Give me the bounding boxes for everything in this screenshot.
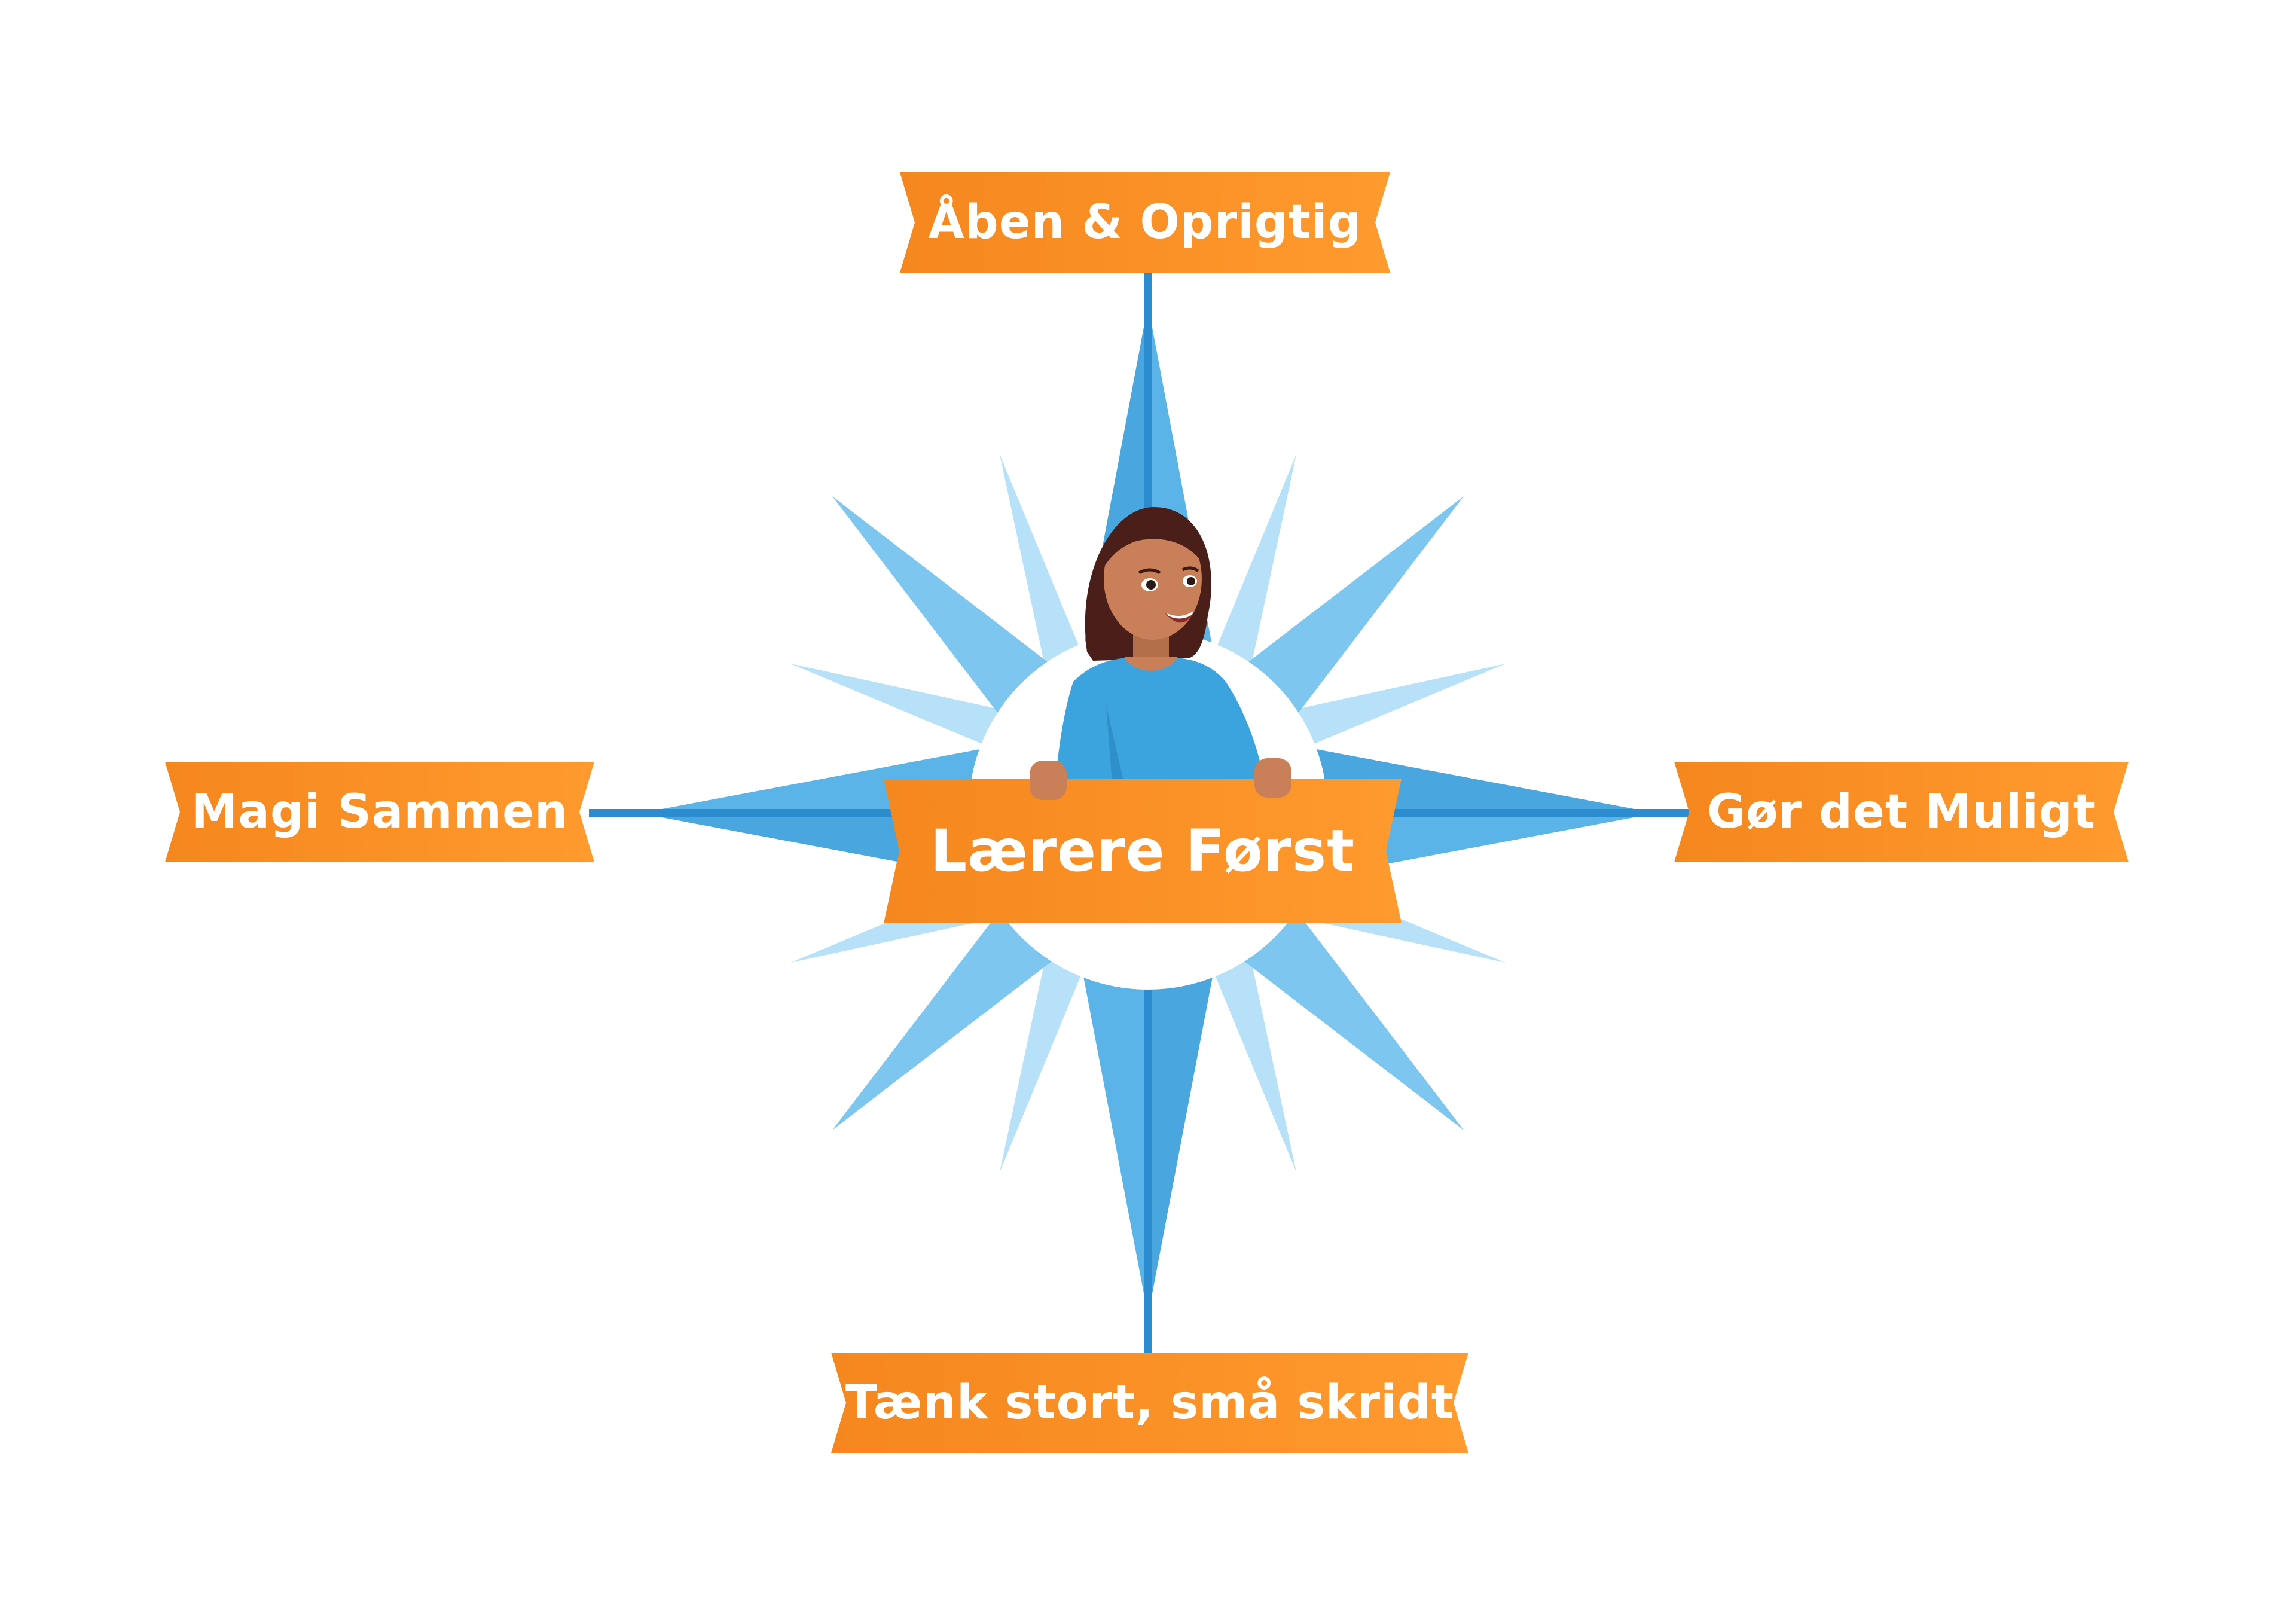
banner-north-shape bbox=[900, 172, 1390, 273]
label-west: Magi Sammen bbox=[191, 785, 569, 839]
banner-east-shape bbox=[1674, 762, 2129, 862]
label-east: Gør det Muligt bbox=[1706, 785, 2096, 839]
label-center: Lærere Først bbox=[930, 817, 1355, 884]
label-south: Tænk stort, små skridt bbox=[845, 1376, 1454, 1430]
hands-front bbox=[1030, 763, 1292, 800]
banner-west-shape bbox=[165, 762, 594, 862]
label-north: Åben & Oprigtig bbox=[928, 196, 1362, 249]
banner-south-shape bbox=[831, 1353, 1468, 1453]
banners bbox=[165, 172, 2129, 1453]
banner-center-shape bbox=[884, 779, 1402, 923]
